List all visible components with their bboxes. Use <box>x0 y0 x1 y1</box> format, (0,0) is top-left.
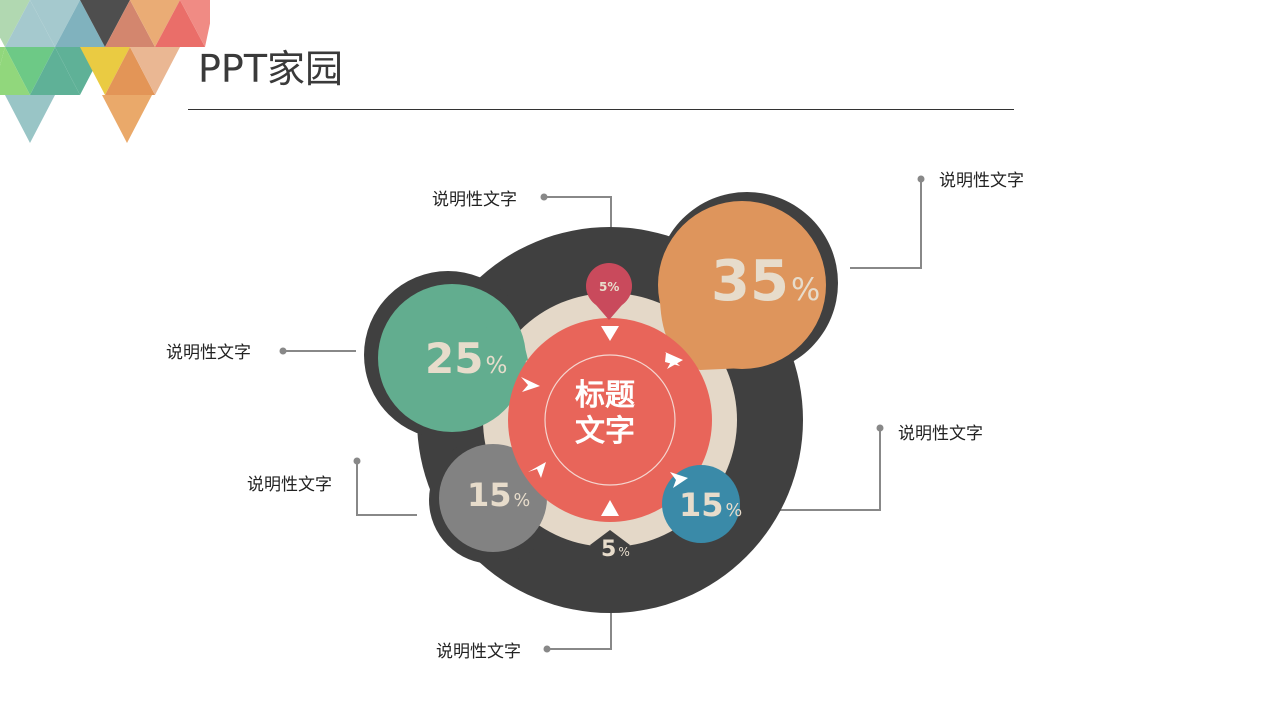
pct-blue-15: 15% <box>679 489 742 521</box>
percent-sign: % <box>485 353 508 379</box>
pct-top-5: 5% <box>599 281 619 293</box>
label-bottom: 说明性文字 <box>436 642 521 662</box>
segment-top-5-pin <box>586 263 632 320</box>
pct-bottom-5: 5% <box>601 539 630 561</box>
percent-sign: % <box>725 501 743 521</box>
label-top: 说明性文字 <box>432 190 517 210</box>
segment-gray-15 <box>439 444 547 552</box>
segment-blue-15 <box>662 465 740 543</box>
percent-sign: % <box>618 545 630 559</box>
center-circle <box>508 318 712 522</box>
center-title-line2: 文字 <box>575 414 635 449</box>
value: 5 <box>599 280 608 294</box>
value: 5 <box>601 537 617 562</box>
label-green: 说明性文字 <box>166 343 251 363</box>
connector-dots <box>279 175 925 653</box>
value: 25 <box>425 334 484 383</box>
label-gray: 说明性文字 <box>247 475 332 495</box>
center-title: 标题 文字 <box>545 378 665 450</box>
page-title: PPT家园 <box>198 47 344 91</box>
triangle-pattern-decoration <box>0 0 210 143</box>
center-title-line1: 标题 <box>575 378 635 413</box>
value: 15 <box>467 476 512 514</box>
center-inner-ring <box>544 354 676 486</box>
value: 35 <box>711 249 789 314</box>
value: 15 <box>679 486 724 524</box>
percent-sign: % <box>607 280 620 294</box>
title-divider <box>188 109 1014 110</box>
label-blue: 说明性文字 <box>898 424 983 444</box>
bottom-notch <box>590 530 630 560</box>
percent-sign: % <box>513 491 531 511</box>
pct-orange-35: 35% <box>711 254 820 310</box>
label-orange: 说明性文字 <box>939 171 1024 191</box>
segment-green-25 <box>378 284 528 432</box>
pct-gray-15: 15% <box>467 479 530 511</box>
percent-sign: % <box>790 272 821 308</box>
pct-green-25: 25% <box>425 338 507 380</box>
arrow-icons <box>521 326 688 516</box>
